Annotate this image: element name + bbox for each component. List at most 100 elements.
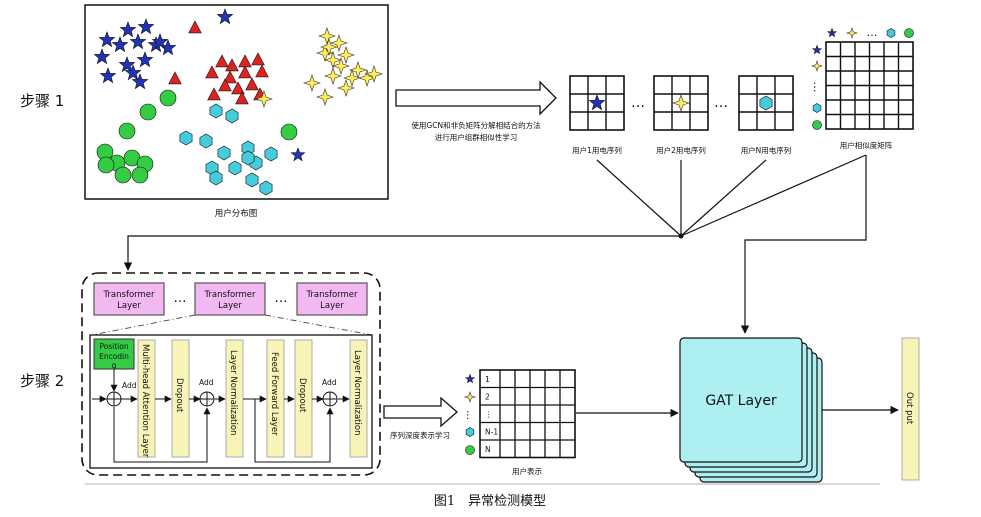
svg-text:Layer Normalization: Layer Normalization [352, 350, 362, 435]
seq1-grid [569, 75, 625, 131]
gcn-nmf-arrow [395, 80, 557, 116]
green-circle [465, 445, 475, 455]
user-representation-caption: 用户表示 [512, 466, 542, 476]
svg-text:Out put: Out put [904, 392, 914, 425]
ffn-block: Feed Forward Layer [266, 339, 285, 458]
matrix-to-gat-arrow [740, 155, 867, 334]
red-triangle [231, 81, 245, 95]
blue-star [111, 36, 129, 53]
red-triangle [235, 91, 249, 105]
green-circle [114, 166, 132, 184]
yellow-star [811, 60, 823, 72]
svg-text:Layer: Layer [320, 301, 344, 311]
layernorm-block-2: Layer Normalization [349, 339, 368, 458]
blue-star [137, 18, 155, 35]
add-label-3: Add [322, 378, 337, 387]
red-triangle [238, 65, 252, 79]
zoom-lines [91, 314, 373, 336]
red-triangle [215, 54, 229, 68]
green-circle [97, 156, 115, 174]
cyan-hexagon [217, 145, 231, 161]
to-transformer-arrow [123, 235, 681, 271]
blue-star [119, 21, 137, 38]
svg-text:Feed Forward Layer: Feed Forward Layer [269, 352, 279, 436]
yellow-star [343, 69, 361, 87]
svg-text:g: g [112, 361, 117, 370]
position-encoding: Position Encodin g [93, 338, 135, 370]
yellow-star [324, 67, 342, 85]
add-label-1: Add [122, 381, 137, 390]
svg-text:Multi-head Attention Layer: Multi-head Attention Layer [140, 344, 150, 458]
red-triangle [168, 71, 182, 85]
red-triangle [188, 20, 202, 34]
yellow-star [303, 74, 321, 92]
sequence-repr-arrow [383, 396, 458, 428]
cyan-hexagon [241, 150, 255, 166]
green-circle [139, 103, 157, 121]
transformer-ellipsis-1: … [174, 291, 187, 306]
seq1-caption: 用户1用电序列 [572, 145, 622, 155]
user-distribution-scatter [93, 8, 383, 196]
similarity-grid [825, 41, 914, 130]
cyan-hexagon [209, 170, 223, 186]
green-circle [812, 120, 822, 130]
seq2-grid [653, 75, 709, 131]
svg-text:Layer: Layer [218, 301, 242, 311]
sequence-grids [569, 75, 794, 131]
similarity-matrix-caption: 用户相似度矩阵 [840, 140, 893, 150]
side-ellipsis: … [811, 82, 824, 93]
yellow-star [337, 79, 355, 97]
red-triangle [207, 87, 221, 101]
output-block: Out put [901, 337, 920, 481]
yellow-star [358, 69, 376, 87]
cyan-hexagon [179, 130, 193, 146]
converge-lines [596, 154, 867, 237]
svg-text:Layer: Layer [117, 301, 141, 311]
yellow-star [365, 65, 383, 83]
blue-star [826, 27, 838, 38]
green-circle [131, 166, 149, 184]
dropout-block-1: Dropout [171, 339, 190, 458]
yellow-star [320, 38, 338, 56]
yellow-star [255, 90, 273, 108]
layernorm-block-1: Layer Normalization [225, 339, 244, 458]
blue-star [129, 33, 147, 50]
svg-text:Transformer: Transformer [305, 290, 358, 300]
yellow-star [464, 391, 476, 403]
green-circle [159, 89, 177, 107]
blue-star [136, 51, 154, 68]
gcn-nmf-text-2: 进行用户组群相似性学习 [435, 132, 518, 142]
dropout-block-2: Dropout [294, 339, 313, 458]
rep-side-ellipsis: … [464, 410, 475, 420]
cyan-hexagon [886, 28, 896, 38]
rep-row-label: 2 [485, 393, 490, 402]
cyan-hexagon [259, 180, 273, 196]
cyan-hexagon [225, 108, 239, 124]
header-ellipsis: … [867, 26, 878, 39]
blue-star [151, 33, 169, 50]
blue-star [216, 8, 234, 25]
yellow-star [316, 88, 334, 106]
flow-lines [92, 369, 350, 463]
svg-text:Position: Position [99, 342, 128, 351]
cyan-hexagon [759, 95, 773, 111]
red-triangle [218, 78, 232, 92]
rep-grid [479, 369, 576, 459]
cyan-hexagon [199, 133, 213, 149]
seqN-caption: 用户N用电序列 [741, 145, 792, 155]
cyan-hexagon [228, 160, 242, 176]
step1-label: 步骤 1 [20, 92, 64, 110]
transformer-ellipsis-2: … [275, 291, 288, 306]
blue-star [464, 373, 476, 384]
svg-text:Transformer: Transformer [203, 290, 256, 300]
red-triangle [255, 64, 269, 78]
blue-star [131, 73, 149, 90]
blue-star [124, 64, 142, 81]
gat-label: GAT Layer [705, 393, 777, 409]
rep-row-label: N-1 [485, 428, 498, 437]
yellow-star [332, 57, 350, 75]
yellow-star [672, 94, 690, 112]
blue-star [118, 56, 136, 73]
yellow-star [846, 27, 858, 39]
